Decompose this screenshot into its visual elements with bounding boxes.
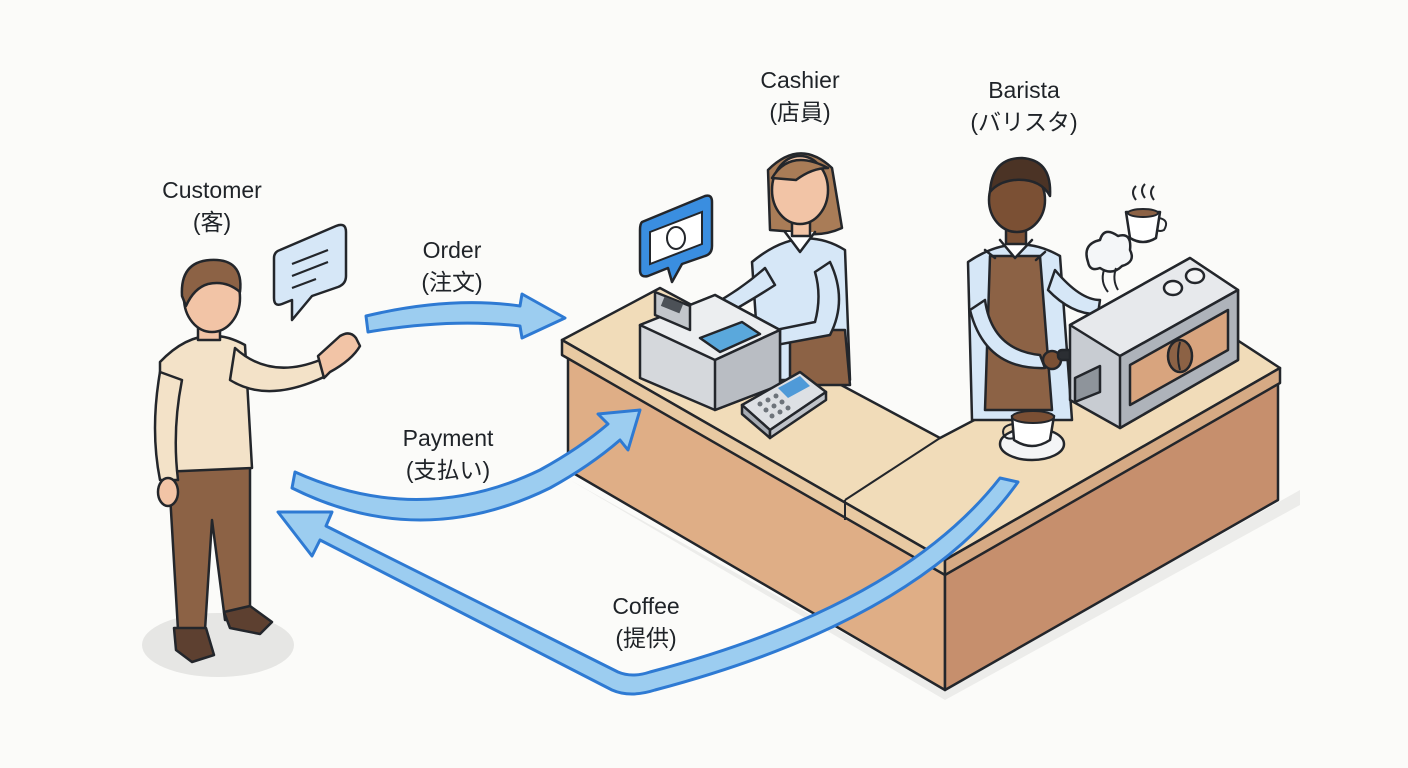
steam-icon (1085, 230, 1133, 293)
order-arrow (364, 292, 567, 340)
order-label: Order (注文) (421, 237, 482, 295)
card-terminal-icon (740, 370, 828, 440)
payment-label: Payment (支払い) (403, 425, 494, 483)
coffee-cup-icon (1124, 183, 1168, 244)
customer-figure (142, 258, 362, 677)
cashier-label: Cashier (店員) (760, 67, 840, 125)
order-label-en: Order (423, 237, 482, 263)
speech-bubble-icon (272, 223, 348, 322)
cashier-label-ja: (店員) (769, 99, 830, 125)
barista-figure (966, 156, 1102, 422)
coffee-arrow (276, 476, 1020, 696)
espresso-machine-icon (1068, 256, 1240, 430)
cashier-label-en: Cashier (760, 67, 840, 93)
payment-arrow (290, 408, 642, 522)
customer-label: Customer (客) (162, 177, 262, 235)
order-label-ja: (注文) (421, 269, 482, 295)
coffee-cup-icon (998, 410, 1066, 462)
cash-bubble-icon (638, 194, 714, 284)
barista-label-ja: (バリスタ) (970, 109, 1077, 135)
barista-label-en: Barista (988, 77, 1060, 103)
barista-label: Barista (バリスタ) (970, 77, 1077, 135)
coffee-label-en: Coffee (612, 593, 679, 619)
coffee-label: Coffee (提供) (612, 593, 679, 651)
customer-label-ja: (客) (193, 209, 231, 235)
coffee-label-ja: (提供) (615, 625, 676, 651)
cash-register-icon (638, 290, 782, 412)
payment-label-en: Payment (403, 425, 494, 451)
customer-label-en: Customer (162, 177, 262, 203)
cashier-figure (701, 152, 852, 387)
payment-label-ja: (支払い) (406, 457, 490, 483)
